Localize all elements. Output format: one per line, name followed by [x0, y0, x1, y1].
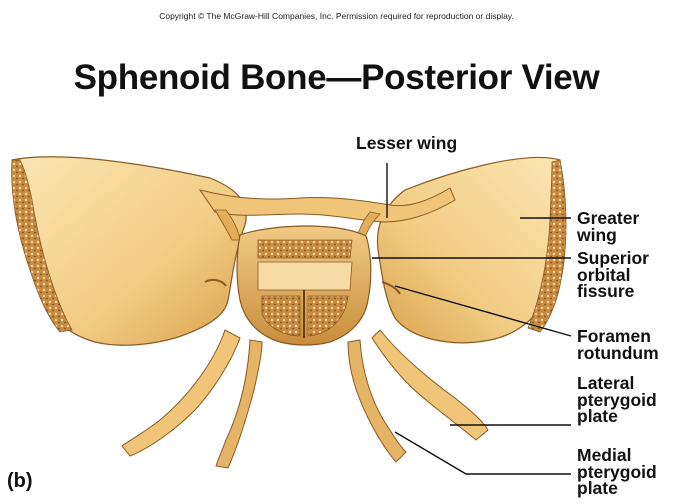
left-greater-wing: [12, 157, 247, 345]
label-medial-pterygoid-plate: Medial pterygoid plate: [577, 447, 657, 497]
sphenoid-body: [237, 226, 371, 345]
label-superior-orbital-fissure: Superior orbital fissure: [577, 250, 649, 300]
pterygoid-processes: [122, 330, 488, 468]
label-greater-wing: Greater wing: [577, 210, 639, 243]
right-greater-wing: [377, 157, 566, 342]
label-lesser-wing: Lesser wing: [356, 135, 457, 152]
leader-medial-pterygoid-plate: [395, 432, 571, 474]
label-lateral-pterygoid-plate: Lateral pterygoid plate: [577, 375, 657, 425]
panel-label: (b): [7, 470, 33, 493]
label-foramen-rotundum: Foramen rotundum: [577, 328, 659, 361]
